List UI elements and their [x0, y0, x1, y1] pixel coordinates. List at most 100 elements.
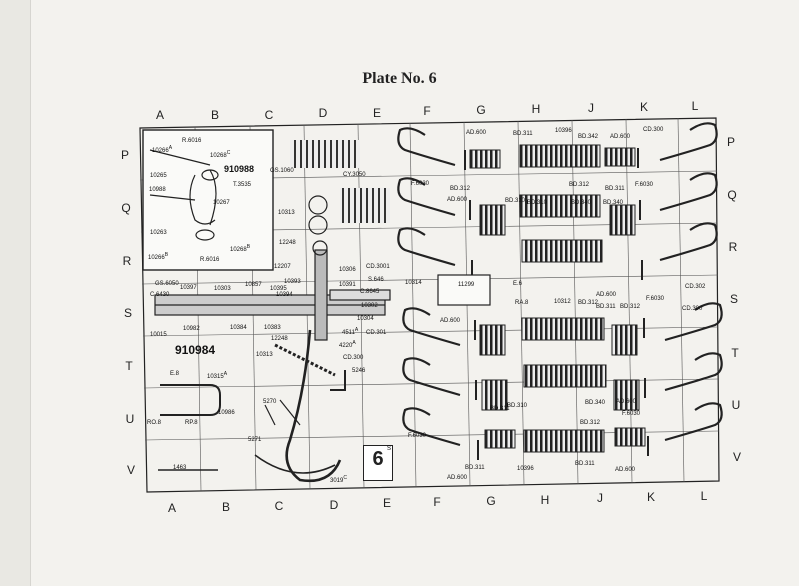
spring-coil: [604, 147, 636, 167]
row-label-left: V: [126, 463, 135, 477]
part-label: 12248: [271, 336, 288, 342]
part-label: F.6030: [635, 182, 654, 188]
part-label: 10313: [256, 352, 273, 358]
column-label-top: C: [264, 108, 274, 122]
spring-coil: [521, 317, 605, 341]
part-label: CD.301: [366, 330, 387, 336]
spring-coil: [484, 429, 516, 449]
column-label-top: E: [372, 106, 381, 120]
part-label: BD.340: [603, 200, 624, 206]
part-label: CD.302: [685, 284, 706, 290]
part-label: F.6030: [411, 181, 430, 187]
column-label-top: H: [531, 102, 541, 116]
column-label-bottom: H: [540, 493, 550, 507]
shaft-cross: [314, 249, 328, 341]
spring-tine: [659, 172, 718, 212]
spring-coil: [613, 379, 640, 411]
part-label: RP.8: [185, 420, 198, 426]
row-label-left: T: [125, 359, 133, 373]
l-bracket: [330, 370, 346, 391]
tine-rods: [340, 188, 390, 223]
column-label-bottom: E: [382, 496, 391, 510]
part-label: F.6030: [408, 433, 427, 439]
crank-arm: [329, 289, 391, 301]
part-label: E.8: [170, 371, 180, 377]
chain: [274, 343, 336, 377]
part-label: 10266A: [152, 145, 173, 154]
spring-tine: [402, 307, 461, 347]
row-label-left: S: [123, 306, 132, 320]
part-label: 3019C: [330, 475, 347, 484]
part-label: 5246: [352, 368, 366, 374]
column-label-bottom: A: [167, 501, 176, 515]
spring-coil: [481, 379, 508, 411]
washer: [308, 195, 328, 215]
part-label: 1463: [173, 465, 187, 471]
part-label: 10988: [149, 187, 166, 193]
part-label: CD.300: [643, 127, 664, 133]
plate-number-box: 6 S: [363, 445, 393, 481]
spring-tine: [402, 407, 461, 447]
part-label: BD.311: [575, 461, 595, 467]
spring-coil: [521, 239, 603, 263]
part-label: BD.310: [507, 403, 528, 409]
row-label-left: R: [122, 254, 132, 268]
binding-edge: [0, 0, 31, 586]
spring-tine: [664, 352, 723, 392]
part-label: 10312: [554, 299, 571, 305]
spring-coil: [519, 144, 601, 168]
spring-coil: [479, 324, 506, 356]
column-label-top: G: [476, 103, 486, 117]
tine-rods: [290, 140, 360, 168]
column-label-bottom: G: [486, 494, 496, 508]
part-label: 12248: [279, 240, 296, 246]
part-label: R.6016: [200, 257, 220, 263]
part-label: CD.3001: [366, 264, 390, 270]
row-label-left: Q: [121, 201, 131, 215]
part-label: BD.311: [596, 304, 616, 310]
part-label: 10266B: [148, 252, 169, 261]
part-label: 10315A: [207, 371, 228, 380]
part-label: BD.311: [605, 186, 625, 192]
spring-tine: [397, 127, 456, 167]
bracket-plate: [437, 274, 491, 306]
diagram-frame: [139, 117, 720, 493]
part-label: GS.6050: [155, 281, 179, 287]
part-label: 910988: [224, 164, 255, 174]
part-label: BD.311: [490, 406, 510, 412]
washer: [308, 215, 328, 235]
part-label: CD.300: [343, 355, 364, 361]
part-label: 12207: [274, 264, 291, 270]
spring-tine: [664, 302, 723, 342]
spring-tine: [397, 177, 456, 217]
spring-tine: [659, 222, 718, 262]
part-label: R.6016: [182, 138, 202, 144]
part-label: 10267: [213, 200, 230, 206]
part-label: 10384: [230, 325, 247, 331]
part-label: 10396: [555, 128, 572, 134]
curved-tine: [285, 329, 342, 483]
part-label: 10265: [150, 173, 167, 179]
part-label: AD.600: [610, 134, 631, 140]
column-label-top: L: [691, 99, 699, 113]
part-label: 10393: [284, 279, 301, 285]
column-label-bottom: K: [646, 490, 655, 504]
spring-coil: [609, 204, 636, 236]
part-label: 4511A: [342, 327, 359, 336]
curved-tine: [254, 454, 336, 474]
column-label-bottom: F: [433, 495, 441, 509]
part-label: E.6: [513, 281, 523, 287]
spring-tine: [402, 357, 461, 397]
plate-number: 6: [372, 448, 384, 470]
row-label-right: U: [731, 398, 741, 412]
bolt: [264, 404, 276, 426]
part-label: BD.340: [571, 200, 592, 206]
part-label: 10015: [150, 332, 167, 338]
row-label-right: V: [732, 450, 741, 464]
part-label: AD.600: [615, 467, 636, 473]
part-label: BD.342: [578, 134, 599, 140]
part-label: 10986: [218, 410, 235, 416]
part-label: 5270: [263, 399, 277, 405]
part-label: 10395: [270, 286, 287, 292]
